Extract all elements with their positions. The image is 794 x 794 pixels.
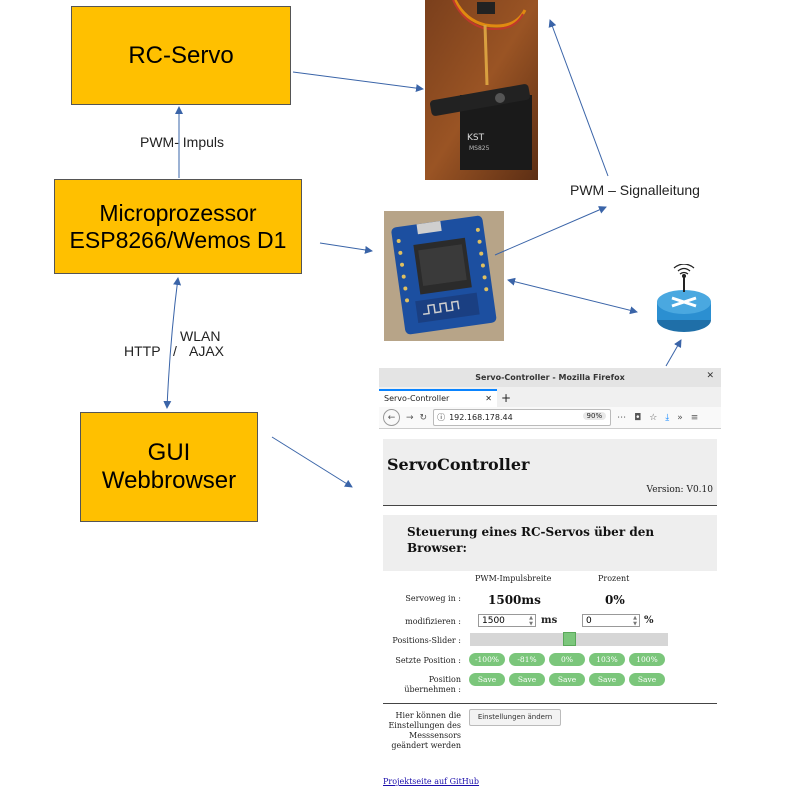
arrow-board-to-signal [494,206,607,256]
pwm-signal-label: PWM – Signalleitung [570,182,700,198]
version-text: Version: V0.10 [646,485,713,495]
window-title: Servo-Controller - Mozilla Firefox [475,373,625,382]
percent-number-input[interactable]: 0 ▲▼ [582,614,640,627]
url-bar[interactable]: ⓘ 192.168.178.44 90% [433,409,612,426]
gui-label-line2: Webbrowser [101,467,237,494]
arrow-micro-to-board [319,242,373,254]
ms-spinner-icon[interactable]: ▲▼ [529,615,533,627]
settings-change-button[interactable]: Einstellungen ändern [469,709,561,726]
ms-number-input[interactable]: 1500 ▲▼ [478,614,536,627]
subtitle-text: Steuerung eines RC-Servos über den Brows… [407,525,655,555]
menu-icon[interactable]: ≡ [690,412,699,423]
rc-servo-box: RC-Servo [71,6,291,105]
arrow-board-router [507,277,638,315]
save-button-2[interactable]: Save [509,673,545,686]
github-project-link[interactable]: Projektseite auf GitHub [383,777,480,786]
row-label-set-position: Setzte Position : [395,656,461,665]
zoom-badge[interactable]: 90% [582,412,607,420]
rc-servo-label: RC-Servo [128,41,234,69]
slider-knob[interactable] [563,632,576,646]
page-actions-icon[interactable]: ⋯ [617,412,627,423]
position-slider[interactable] [470,632,668,646]
http-label: HTTP [124,343,161,359]
tab-bar: Servo-Controller ✕ + [379,387,721,407]
gui-label-line1: GUI [147,439,191,467]
microprocessor-label-line1: Microprozessor [99,200,257,227]
download-icon[interactable]: ⤓ [665,412,670,423]
ajax-label: AJAX [189,343,225,359]
wlan-label: WLAN [180,328,221,344]
reload-icon[interactable]: ↻ [419,412,428,423]
wifi-router-icon [656,264,716,338]
servo-photo: KST MS825 [425,0,538,180]
info-icon[interactable]: ⓘ [437,413,446,422]
row-label-take-position: Position übernehmen : [404,675,461,694]
forward-icon[interactable]: → [406,412,414,423]
tab-label: Servo-Controller [384,394,450,403]
position-button-minus81[interactable]: -81% [509,653,545,666]
toolbar-icons: ⋯ ◘ ☆ ⤓ » ≡ [617,413,698,423]
save-button-1[interactable]: Save [469,673,505,686]
window-titlebar: Servo-Controller - Mozilla Firefox ✕ [379,368,721,387]
servoweg-ms-value: 1500ms [488,593,541,607]
firefox-window: Servo-Controller - Mozilla Firefox ✕ Ser… [379,368,721,794]
url-text: 192.168.178.44 [449,413,513,422]
save-button-4[interactable]: Save [589,673,625,686]
arrow-gui-to-micro [163,277,182,409]
position-button-103[interactable]: 103% [589,653,625,666]
column-header-pwm: PWM-Impulsbreite [475,574,552,583]
row-label-modifizieren: modifizieren : [405,617,461,626]
position-button-0[interactable]: 0% [549,653,585,666]
position-button-minus100[interactable]: -100% [469,653,505,666]
arrow-signal-to-servo [548,19,609,177]
close-icon[interactable]: ✕ [706,371,714,381]
column-header-prozent: Prozent [598,574,630,583]
unit-percent-label: % [644,615,654,626]
microprocessor-label-line2: ESP8266/Wemos D1 [69,226,287,253]
back-icon[interactable]: ← [383,409,400,426]
pwm-impuls-label: PWM- Impuls [140,134,224,150]
gui-webbrowser-box: GUI Webbrowser [80,412,258,522]
page-content: ServoController Version: V0.10 [379,439,721,505]
unit-ms-label: ms [541,615,558,626]
ms-input-value: 1500 [482,616,505,626]
arrow-gui-to-browser [271,436,353,488]
header-divider [383,505,717,506]
servo-model-text: MS825 [469,145,490,152]
tab-close-icon[interactable]: ✕ [485,394,492,403]
page-header: ServoController Version: V0.10 [383,439,717,505]
overflow-chevron-icon[interactable]: » [677,412,683,423]
position-button-100[interactable]: 100% [629,653,665,666]
save-button-3[interactable]: Save [549,673,585,686]
page-title: ServoController [387,455,530,474]
bookmark-star-icon[interactable]: ☆ [649,412,658,423]
percent-spinner-icon[interactable]: ▲▼ [633,615,637,627]
arrow-browser-router [665,339,682,367]
subtitle-panel: Steuerung eines RC-Servos über den Brows… [383,515,717,571]
arrow-servo-to-photo [292,71,424,93]
settings-divider [383,703,717,704]
servoweg-pct-value: 0% [605,593,625,607]
sensor-settings-text: Hier können die Einstellungen des Messse… [388,711,461,750]
save-button-5[interactable]: Save [629,673,665,686]
microprocessor-box: Microprozessor ESP8266/Wemos D1 [54,179,302,274]
new-tab-icon[interactable]: + [500,391,512,405]
navigation-bar: ← → ↻ ⓘ 192.168.178.44 90% ⋯ ◘ ☆ ⤓ » ≡ [379,407,721,429]
percent-input-value: 0 [586,616,592,626]
wemos-board-photo [384,211,504,341]
tab-servo-controller[interactable]: Servo-Controller ✕ [379,389,497,407]
servo-brand-text: KST [467,133,485,143]
row-label-slider: Positions-Slider : [392,636,461,645]
pocket-icon[interactable]: ◘ [634,412,642,423]
row-label-servoweg: Servoweg in : [405,594,461,603]
